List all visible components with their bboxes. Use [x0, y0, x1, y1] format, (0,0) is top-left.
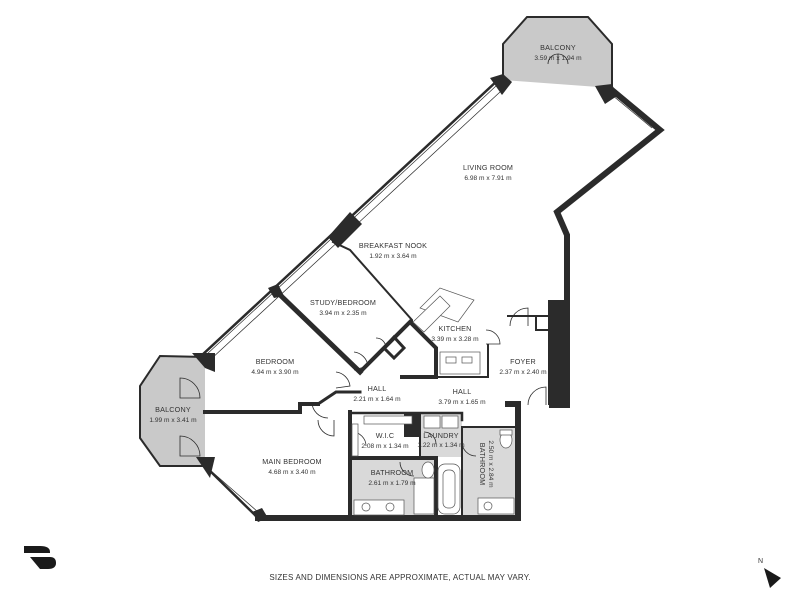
- fixtures: [351, 287, 515, 516]
- vanity-right: [477, 497, 515, 515]
- wic-label: W.I.C: [376, 431, 395, 440]
- balcony-top-dims: 3.59 m x 1.94 m: [534, 55, 582, 62]
- wic-shelf: [363, 415, 413, 425]
- laundry-machine: [423, 415, 441, 429]
- breakfast-nook-label: BREAKFAST NOOK: [359, 241, 427, 250]
- balcony-left-label: BALCONY: [155, 405, 191, 414]
- bedroom-dims: 4.94 m x 3.90 m: [251, 369, 299, 376]
- balcony-left-floor: [140, 356, 205, 466]
- bathroom-right-label: BATHROOM: [478, 443, 487, 486]
- laundry-dims: 1.22 m x 1.34 m: [417, 442, 465, 449]
- bedroom-label: BEDROOM: [256, 357, 295, 366]
- toilet-main: [421, 461, 435, 479]
- laundry-label: LAUNDRY: [423, 431, 459, 440]
- north-arrow-icon: N: [758, 558, 781, 588]
- hall-left-label: HALL: [368, 384, 387, 393]
- balcony-top-floor: [503, 17, 612, 88]
- shower: [413, 477, 435, 515]
- hall-right-label: HALL: [453, 387, 472, 396]
- north-label: N: [758, 558, 763, 565]
- room-labels: BALCONY 3.59 m x 1.94 m LIVING ROOM 6.98…: [149, 43, 582, 488]
- balcony-top-label: BALCONY: [540, 43, 576, 52]
- foyer-label: FOYER: [510, 357, 536, 366]
- breakfast-nook-dims: 1.92 m x 3.64 m: [369, 253, 417, 260]
- bathroom-main-label: BATHROOM: [371, 468, 414, 477]
- study-bedroom-dims: 3.94 m x 2.35 m: [319, 310, 367, 317]
- disclaimer-text: SIZES AND DIMENSIONS ARE APPROXIMATE, AC…: [269, 573, 531, 582]
- brand-logo-icon: [24, 546, 56, 569]
- bathroom-main-dims: 2.61 m x 1.79 m: [368, 480, 416, 487]
- bathroom-right-dims: 2.50 m x 2.84 m: [487, 440, 494, 488]
- door-swings: [179, 53, 569, 477]
- interior-walls: [203, 240, 549, 520]
- kitchen-counter: [412, 295, 451, 333]
- kitchen-label: KITCHEN: [439, 324, 472, 333]
- hall-left-dims: 2.21 m x 1.64 m: [353, 396, 401, 403]
- study-bedroom-label: STUDY/BEDROOM: [310, 298, 376, 307]
- foyer-dims: 2.37 m x 2.40 m: [499, 369, 547, 376]
- living-room-label: LIVING ROOM: [463, 163, 513, 172]
- balcony-left-dims: 1.99 m x 3.41 m: [149, 417, 197, 424]
- hall-right-dims: 3.79 m x 1.65 m: [438, 399, 486, 406]
- wall-columns: [192, 74, 617, 522]
- vanity-main: [353, 499, 405, 516]
- living-room-dims: 6.98 m x 7.91 m: [464, 175, 512, 182]
- main-bedroom-label: MAIN BEDROOM: [262, 457, 322, 466]
- kitchen-dims: 3.39 m x 3.28 m: [431, 336, 479, 343]
- main-bedroom-dims: 4.68 m x 3.40 m: [268, 469, 316, 476]
- wic-dims: 2.08 m x 1.34 m: [361, 443, 409, 450]
